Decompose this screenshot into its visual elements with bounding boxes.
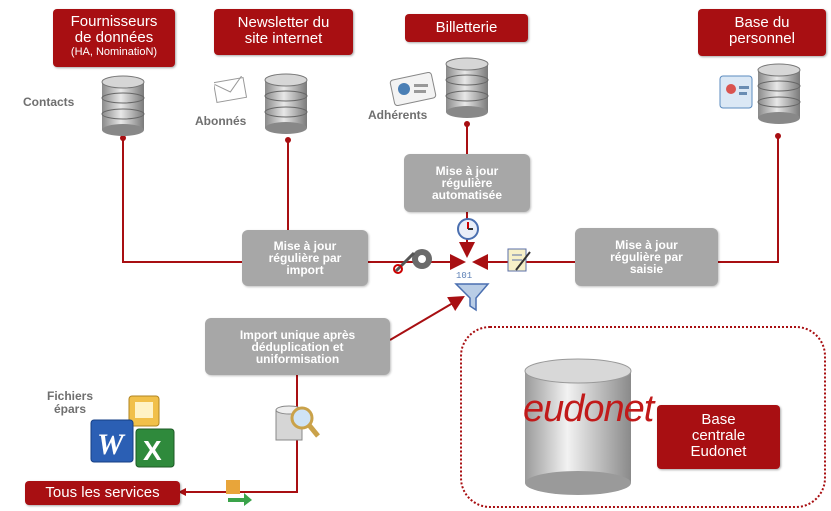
central-label-box: Base centrale Eudonet [657,405,780,469]
central-line2: centrale [691,427,746,444]
word-icon: W [90,419,134,463]
process-import-line1: Mise à jour [273,239,337,253]
fichiers-line2: épars [54,402,87,416]
wire-contacts [122,138,242,263]
process-unique-line1: Import unique après [239,327,356,342]
newsletter-line2: site internet [244,30,323,47]
edit-form-icon [507,248,531,272]
process-auto-line3: automatisée [431,188,503,202]
badge-icon [719,75,753,109]
wire-unique-up [389,295,465,341]
publisher-icon [128,395,160,427]
process-saisie-line1: Mise à jour [615,238,678,252]
process-unique-line2: déduplication et [251,339,344,354]
filter-funnel-icon: 101 [454,271,490,312]
database-icon [757,63,801,124]
personnel-line1: Base du [734,14,790,31]
database-icon [264,73,308,134]
label-abonnes: Abonnés [195,114,247,128]
central-zone [460,326,826,508]
process-import: Mise à jour régulière par import [242,230,368,286]
gears-icon [393,249,432,274]
id-card-icon [389,72,437,106]
central-database [524,358,632,495]
process-unique-line3: uniformisation [255,351,340,366]
search-db-icon [275,405,320,441]
process-saisie-line2: régulière par [610,250,683,264]
label-adherents: Adhérents [368,108,428,122]
svg-text:X: X [143,435,162,466]
svg-text:W: W [97,428,126,461]
source-personnel: Base du personnel [698,9,826,56]
process-auto-line2: régulière [441,176,493,190]
fournisseurs-line3: (HA, NominatioN) [70,46,158,58]
process-unique: Import unique après déduplication et uni… [205,318,390,375]
central-line3: Eudonet [690,443,747,460]
central-line1: Base [701,411,736,428]
personnel-line2: personnel [729,30,795,47]
fournisseurs-line1: Fournisseurs [70,13,158,30]
source-billetterie: Billetterie [405,14,528,42]
billetterie-line1: Billetterie [435,19,498,36]
process-auto-line1: Mise à jour [435,164,499,178]
services-box: Tous les services [25,481,180,505]
fichiers-line1: Fichiers [47,389,94,403]
services-label: Tous les services [45,484,160,501]
eudonet-logo: eudonet [523,388,654,430]
process-import-line3: import [286,263,324,277]
source-newsletter: Newsletter du site internet [214,9,353,55]
wire-personnel [718,136,779,263]
database-icon [101,75,145,136]
export-arrow-icon [226,480,252,506]
label-contacts: Contacts [23,95,75,109]
label-fichiers: Fichiers épars [47,390,93,416]
source-fournisseurs: Fournisseurs de données (HA, NominatioN) [53,9,175,67]
excel-icon: X [135,428,175,468]
fournisseurs-line2: de données [74,29,154,46]
database-icon [445,57,489,118]
process-auto: Mise à jour régulière automatisée [404,154,530,212]
svg-text:101: 101 [456,271,472,281]
newsletter-line1: Newsletter du [237,14,330,31]
process-saisie-line3: saisie [629,262,664,276]
process-import-line2: régulière par [268,251,342,265]
clock-icon [457,218,479,240]
process-saisie: Mise à jour régulière par saisie [575,228,718,286]
envelope-icon [214,76,248,104]
